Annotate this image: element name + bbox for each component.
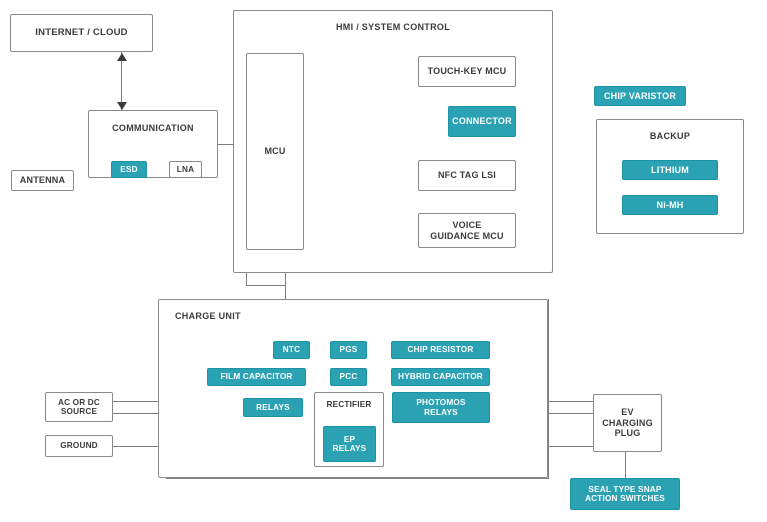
node-film-capacitor[interactable]: FILM CAPACITOR [207,368,306,386]
node-rectifier-label: RECTIFIER [326,400,372,409]
node-lithium[interactable]: LITHIUM [622,160,718,180]
link-communication-bus-horizontal [246,285,286,286]
node-antenna[interactable]: ANTENNA [11,170,74,191]
node-ep-relays[interactable]: EP RELAYS [323,426,376,462]
node-chip-varistor[interactable]: CHIP VARISTOR [594,86,686,106]
arrow-down-icon-communication [117,102,127,110]
node-ev-charging-plug[interactable]: EV CHARGING PLUG [593,394,662,452]
node-voice-guidance-mcu[interactable]: VOICE GUIDANCE MCU [418,213,516,248]
node-ntc[interactable]: NTC [273,341,310,359]
link-charge-unit-right-trunk [548,299,549,479]
link-mcu-charge-unit [285,250,286,300]
group-title-charge-unit: CHARGE UNIT [175,311,241,321]
node-lna[interactable]: LNA [169,161,202,178]
node-nimh[interactable]: Ni-MH [622,195,718,215]
arrow-up-icon-cloud [117,53,127,61]
node-ac-or-dc-source[interactable]: AC OR DC SOURCE [45,392,113,422]
group-title-hmi-system-control: HMI / SYSTEM CONTROL [336,22,450,32]
link-communication-mcu [218,144,247,145]
group-title-backup: BACKUP [649,131,691,141]
group-title-communication: COMMUNICATION [112,123,194,133]
node-pgs[interactable]: PGS [330,341,367,359]
node-touch-key-mcu[interactable]: TOUCH-KEY MCU [418,56,516,87]
node-connector[interactable]: CONNECTOR [448,106,516,137]
node-esd[interactable]: ESD [111,161,147,178]
node-pcc[interactable]: PCC [330,368,367,386]
link-plug-seal-switches [625,452,626,478]
node-nfc-tag-lsi[interactable]: NFC TAG LSI [418,160,516,191]
node-photomos-relays[interactable]: PHOTOMOS RELAYS [392,392,490,423]
node-mcu[interactable]: MCU [246,53,304,250]
link-cloud-communication [121,52,122,110]
link-charge-unit-ground-bus-horizontal [166,478,549,479]
node-relays[interactable]: RELAYS [243,398,303,417]
node-chip-resistor[interactable]: CHIP RESISTOR [391,341,490,359]
node-internet-cloud[interactable]: INTERNET / CLOUD [10,14,153,52]
node-hybrid-capacitor[interactable]: HYBRID CAPACITOR [391,368,490,386]
node-seal-type-snap-action-switches[interactable]: SEAL TYPE SNAP ACTION SWITCHES [570,478,680,510]
node-ground[interactable]: GROUND [45,435,113,457]
